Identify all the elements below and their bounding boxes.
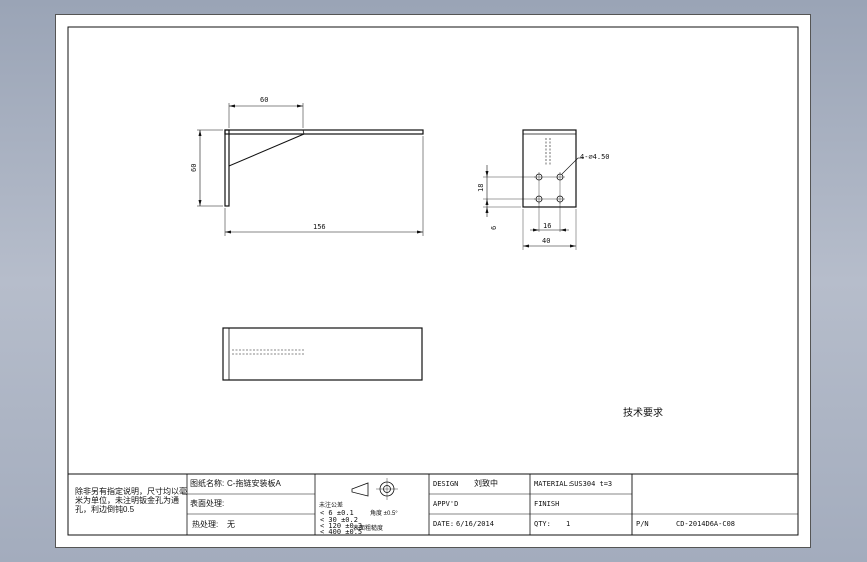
front-view: 60 60 156 <box>190 96 424 236</box>
tolerance-line-4: < 400 ±0.5 <box>320 528 362 536</box>
dim-hole-spacing-h: 16 <box>543 222 551 230</box>
title-block: 除非另有指定说明，尺寸均以毫米为单位，未注明钣金孔为通孔，利边倒钝0.5 图纸名… <box>67 473 799 536</box>
part-name-label: 图纸名称: <box>190 478 224 488</box>
dim-front-top-length: 60 <box>260 96 268 104</box>
material-label: MATERIAL: <box>534 480 572 488</box>
top-outline <box>222 327 423 381</box>
front-top-flange <box>224 129 424 135</box>
heat-treatment-value: 无 <box>227 520 235 529</box>
dim-side-width: 40 <box>542 237 550 245</box>
inner-border <box>67 26 799 536</box>
approved-label: APPV'D <box>433 500 458 508</box>
dim-hole-callout: 4-∅4.50 <box>580 153 610 161</box>
part-name-value: C-拖链安装板A <box>227 478 281 488</box>
angle-tolerance-label: 角度 ±0.5° <box>370 509 398 517</box>
finish-label: FINISH <box>534 500 559 508</box>
date-value: 6/16/2014 <box>456 520 494 528</box>
qty-label: QTY: <box>534 520 551 528</box>
top-view <box>222 327 423 381</box>
dim-hole-spacing-v: 18 <box>477 184 485 192</box>
side-view: 4-∅4.50 18 6 16 40 <box>477 129 610 250</box>
design-value: 刘致中 <box>474 478 498 488</box>
dim-front-height: 60 <box>190 164 198 172</box>
tolerance-line-2: < 30 ±0.2 <box>320 516 358 524</box>
dim-front-total-length: 156 <box>313 223 326 231</box>
front-vertical-leg <box>224 129 230 207</box>
part-number-label: P/N <box>636 520 649 528</box>
side-holes <box>534 172 565 204</box>
general-note: 除非另有指定说明，尺寸均以毫米为单位，未注明钣金孔为通孔，利边倒钝0.5 <box>75 487 187 514</box>
projection-symbol-icon <box>351 478 398 500</box>
dim-hole-offset-v: 6 <box>490 226 498 230</box>
design-label: DESIGN <box>433 480 458 488</box>
tolerance-line-3: < 120 ±0.3 <box>320 522 362 530</box>
part-number-value: CD-2014D6A-C08 <box>676 520 735 528</box>
front-gusset <box>228 133 305 167</box>
material-value: SUS304 t=3 <box>570 480 612 488</box>
tech-requirements-label: 技术要求 <box>623 406 663 419</box>
date-label: DATE: <box>433 520 454 528</box>
surface-roughness-label: 表面粗糙度 <box>353 524 383 532</box>
heat-treatment-label: 热处理: <box>192 519 218 529</box>
side-outline <box>522 129 577 208</box>
qty-value: 1 <box>566 520 570 528</box>
tolerance-label: 未注公差 <box>319 501 343 509</box>
tolerance-line-1: < 6 ±0.1 <box>320 509 354 517</box>
surface-treatment-label: 表面处理: <box>190 498 224 508</box>
drawing-sheet <box>55 14 811 548</box>
